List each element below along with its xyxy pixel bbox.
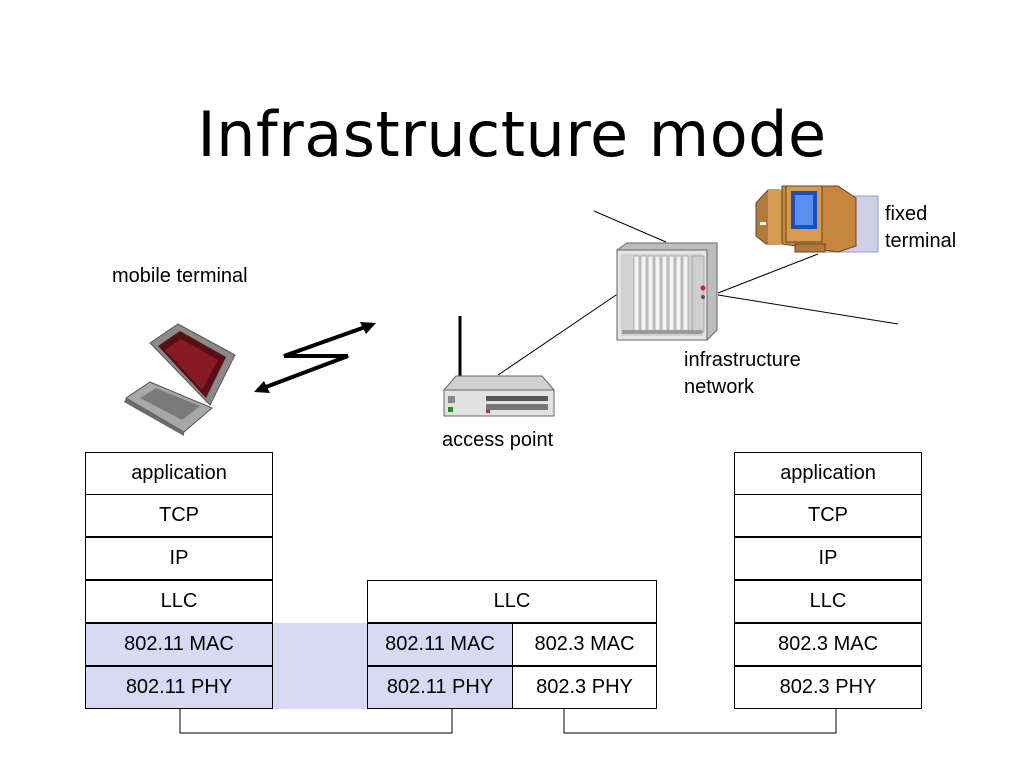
layer-phy: 802.3 PHY xyxy=(734,666,922,709)
layer-llc: LLC xyxy=(367,580,657,623)
infrastructure-network-label: infrastructure network xyxy=(684,349,801,398)
layer-wired-mac: 802.3 MAC xyxy=(512,623,657,666)
layer-phy: 802.11 PHY xyxy=(85,666,273,709)
layer-mac: 802.3 MAC xyxy=(734,623,922,666)
network-to-fixed-cable xyxy=(717,253,819,294)
layer-wireless-phy: 802.11 PHY xyxy=(367,666,513,709)
laptop-icon xyxy=(124,323,236,436)
layer-application: application xyxy=(85,452,273,495)
mobile-terminal-label: mobile terminal xyxy=(112,265,248,287)
fixed-terminal-label: fixed terminal xyxy=(885,203,957,252)
layer-ip: IP xyxy=(734,537,922,580)
layer-wireless-mac: 802.11 MAC xyxy=(367,623,513,666)
network-cable-right xyxy=(717,294,899,325)
layer-mac: 802.11 MAC xyxy=(85,623,273,666)
server-rack-icon xyxy=(616,242,718,341)
wired-phy-link xyxy=(563,709,837,734)
wireless-link-icon xyxy=(254,322,376,393)
wireless-phy-link xyxy=(179,709,453,734)
layer-llc: LLC xyxy=(85,580,273,623)
layer-application: application xyxy=(734,452,922,495)
access-point-label: access point xyxy=(442,429,554,451)
layer-tcp: TCP xyxy=(85,494,273,537)
layer-ip: IP xyxy=(85,537,273,580)
desktop-computer-icon xyxy=(755,185,879,253)
ap-to-network-cable xyxy=(497,290,623,376)
access-point-icon xyxy=(442,316,556,417)
layer-llc: LLC xyxy=(734,580,922,623)
slide-title: Infrastructure mode xyxy=(197,98,827,171)
wireless-medium-band xyxy=(272,623,368,709)
layer-tcp: TCP xyxy=(734,494,922,537)
network-cable-top xyxy=(593,210,667,243)
layer-wired-phy: 802.3 PHY xyxy=(512,666,657,709)
